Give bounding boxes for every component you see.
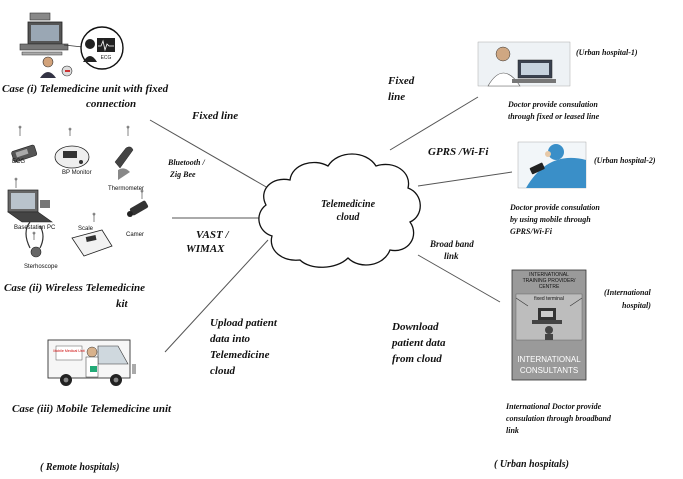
intl-box-footer-line1: INTERNATIONAL: [517, 355, 581, 364]
download-label-line3: from cloud: [392, 353, 442, 365]
broadband-label-line2: link: [444, 251, 459, 261]
antenna-marks: [14, 125, 144, 240]
upload-label-line2: data into: [210, 333, 251, 345]
intl-box-footer-line2: CONSULTANTS: [519, 366, 579, 375]
upload-label-line1: Upload patient: [210, 317, 277, 329]
fixed-line-right-label-line2: line: [388, 91, 406, 103]
intl-box-fixed-terminal: fixed terminal: [534, 296, 564, 302]
case3-title: Case (iii) Mobile Telemedicine unit: [12, 403, 172, 415]
intl-desc-line1: International Doctor provide: [506, 402, 602, 411]
ecg-doctor-icon: ECG: [80, 26, 124, 70]
bp-monitor-label: BP Monitor: [62, 170, 92, 176]
broadband-label-line1: Broad band: [430, 239, 474, 249]
thermometer-label: Thermometer: [108, 186, 145, 192]
bp-monitor-icon: [54, 145, 90, 169]
download-label-line2: patient data: [392, 337, 446, 349]
intl-box-header-line2: TRAINING PROVIDER/: [522, 278, 576, 284]
van-doctor-icon: [85, 346, 99, 378]
camera-icon: [127, 200, 149, 217]
link-line-urban1: [389, 96, 479, 151]
link-line-urban2: [417, 171, 513, 187]
bluetooth-label-line2: Zig Bee: [170, 170, 196, 179]
gprs-label: GPRS /Wi-Fi: [428, 146, 489, 158]
urban2-title: (Urban hospital-2): [594, 156, 656, 165]
scale-label: Scale: [78, 226, 94, 232]
intl-box-header-line3: CENTRE: [538, 284, 560, 290]
ecg-device-icon: [11, 144, 38, 163]
case1-title-line1: Case (i) Telemedicine unit with fixed: [2, 83, 169, 95]
ecg-screen-label: ECG: [101, 55, 112, 61]
case2-title-line2: kit: [116, 298, 128, 310]
urban2-desc-line1: Doctor provide consulation: [510, 203, 600, 212]
camera-label: Camer: [126, 232, 145, 238]
upload-label-line3: Telemedicine: [210, 349, 270, 361]
vast-label-line2: WIMAX: [186, 243, 225, 255]
basestation-label: Basestation PC: [14, 225, 56, 231]
urban1-title: (Urban hospital-1): [576, 48, 638, 57]
vast-label-line1: VAST /: [196, 229, 229, 241]
intl-box-header-line1: INTERNATIONAL: [529, 272, 569, 278]
urban1-doctor-icon: [477, 41, 571, 87]
urban1-desc-line1: Doctor provide consulation: [508, 100, 598, 109]
stethoscope-label: Sterhoscope: [24, 264, 58, 270]
intl-title-line1: (International: [604, 288, 651, 297]
urban2-desc-line2: by using mobile through: [510, 215, 591, 224]
scale-icon: [71, 229, 113, 257]
intl-desc-line2: consulation through broadband: [506, 414, 611, 423]
medical-kit-icon: [61, 65, 73, 77]
link-line-upload: [164, 239, 269, 353]
case1-title-line2: connection: [86, 98, 137, 110]
cloud-label-line2: cloud: [336, 212, 360, 223]
desktop-computer-icon: [19, 12, 69, 56]
urban2-doctor-icon: [517, 141, 587, 189]
intl-title-line2: hospital): [622, 301, 651, 310]
download-label-line1: Download: [392, 321, 439, 333]
remote-hospitals-label: ( Remote hospitals): [40, 462, 120, 473]
link-line-intl: [417, 254, 501, 303]
urban-hospitals-footer: ( Urban hospitals): [494, 459, 570, 470]
fixed-line-left-label: Fixed line: [192, 110, 239, 122]
international-centre-box: [511, 269, 587, 381]
telemedicine-cloud: [258, 153, 421, 268]
thermometer-icon: [114, 146, 134, 180]
link-line-fixed-left: [149, 119, 269, 189]
basestation-pc-icon: [7, 189, 53, 223]
ecg-device-label: ECG: [12, 159, 26, 165]
stethoscope-icon: [25, 221, 44, 258]
van-sign-text: Mobile Medical Unit: [53, 349, 84, 353]
cloud-label-line1: Telemedicine: [320, 199, 376, 210]
intl-desc-line3: link: [506, 426, 519, 435]
urban2-desc-line3: GPRS/Wi-Fi: [510, 227, 552, 236]
urban1-desc-line2: through fixed or leased line: [508, 112, 600, 121]
bluetooth-label-line1: Bluetooth /: [168, 158, 205, 167]
case2-title-line1: Case (ii) Wireless Telemedicine: [4, 282, 146, 294]
upload-label-line4: cloud: [210, 365, 236, 377]
patient-person-icon: [40, 56, 56, 78]
fixed-line-right-label-line1: Fixed: [388, 75, 415, 87]
